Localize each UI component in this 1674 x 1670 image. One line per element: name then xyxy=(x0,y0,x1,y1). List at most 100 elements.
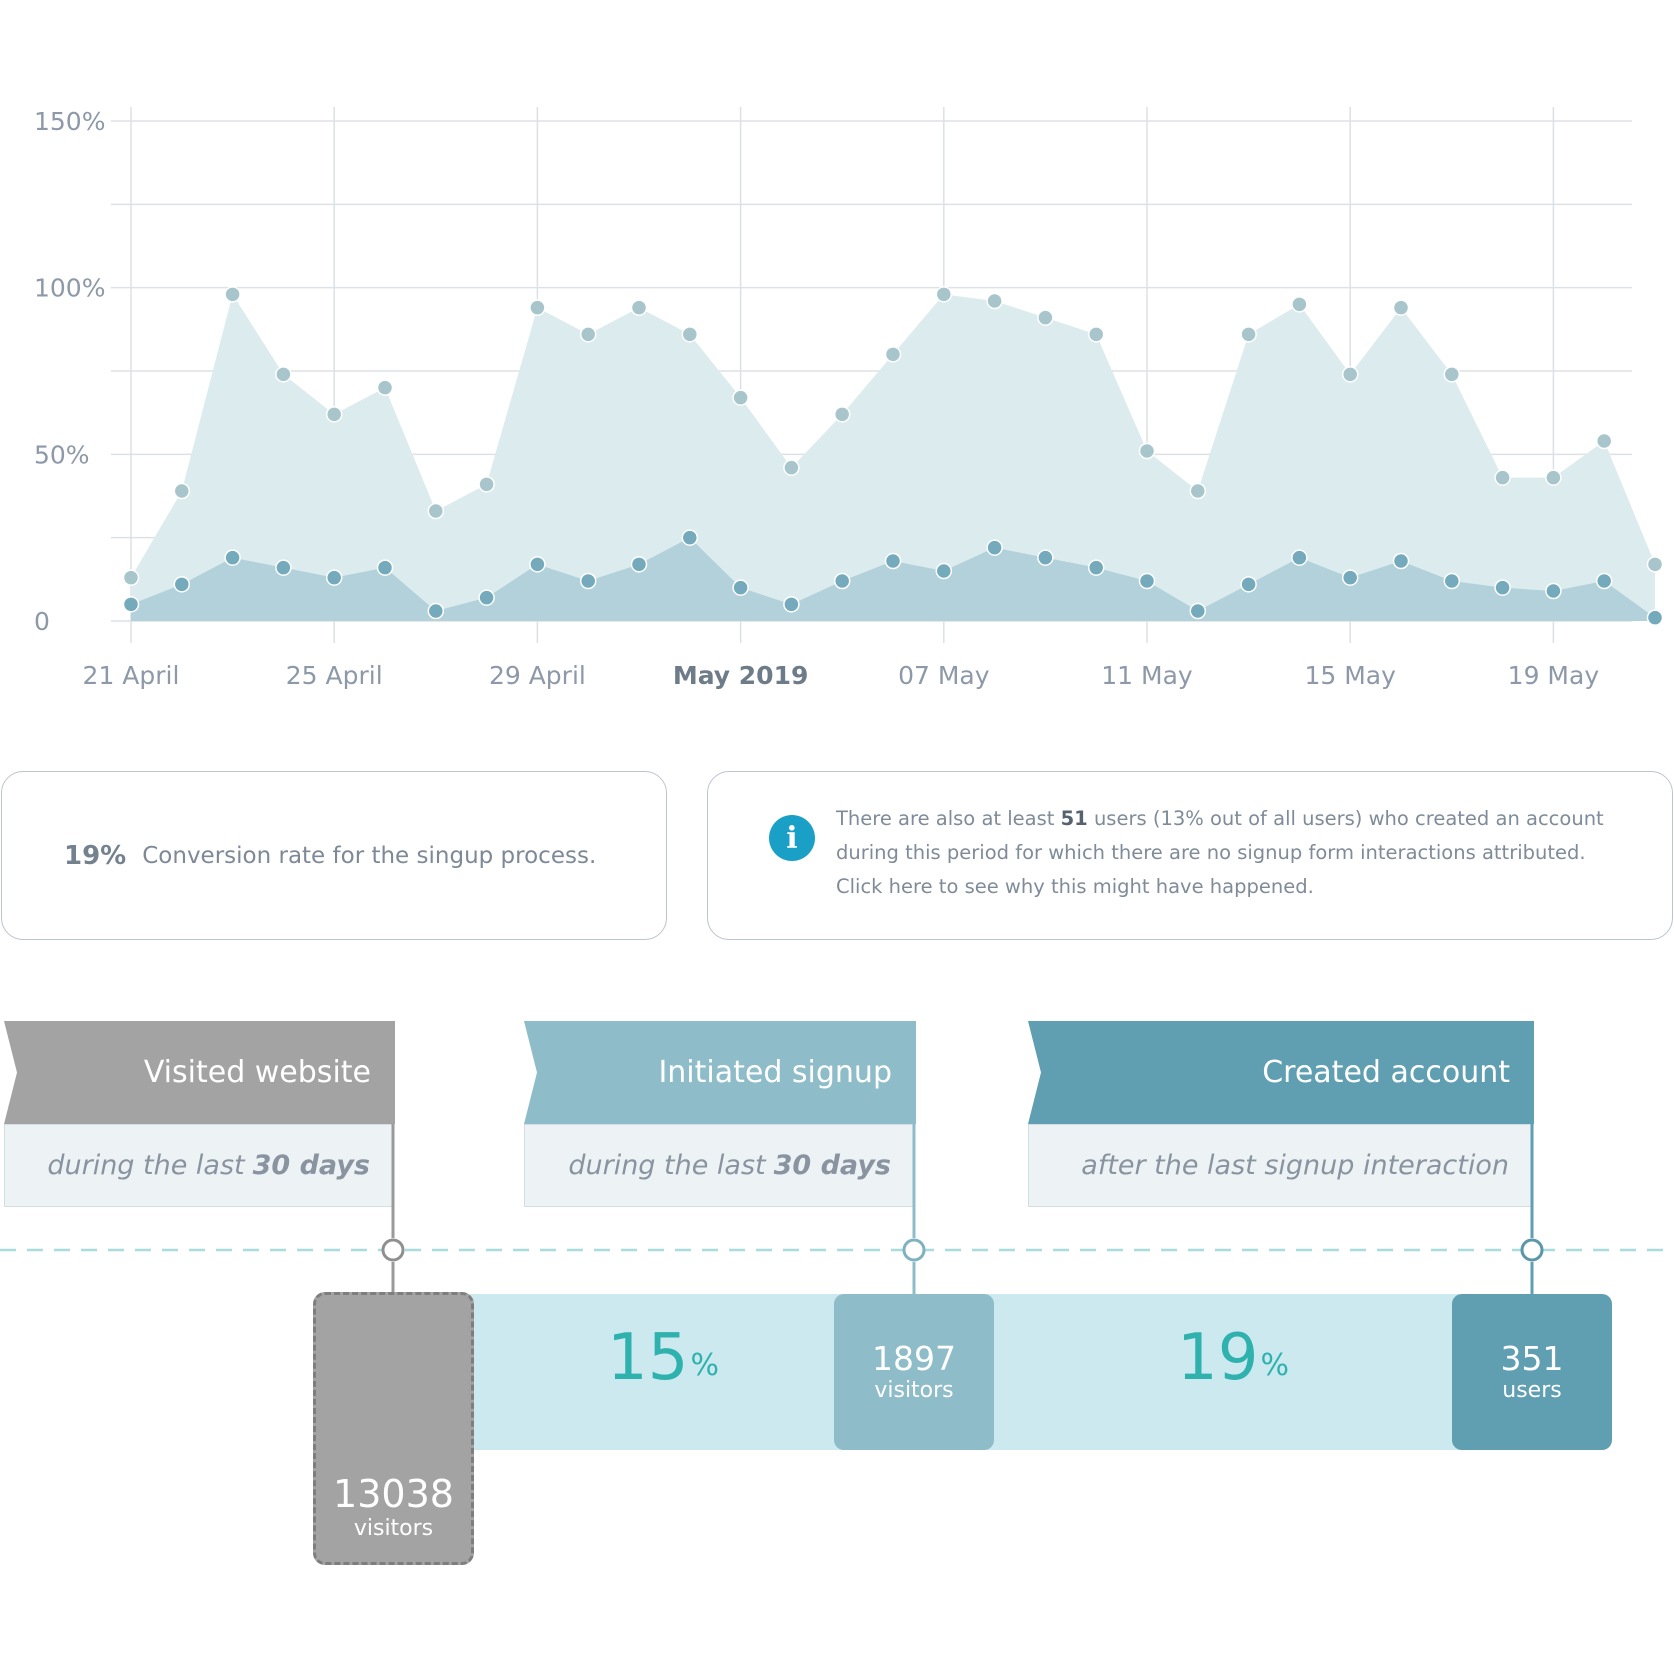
series-0-point xyxy=(1189,482,1207,500)
step-title: Initiated signup xyxy=(658,1055,892,1090)
x-tick-label: 21 April xyxy=(83,661,180,690)
x-tick-label: May 2019 xyxy=(673,661,809,690)
visited-unit: visitors xyxy=(353,1516,434,1541)
series-0-point xyxy=(884,346,902,363)
series-1-point xyxy=(681,529,699,546)
x-tick-label: 11 May xyxy=(1101,661,1193,690)
x-tick-label: 07 May xyxy=(898,661,990,690)
series-0-area xyxy=(131,294,1655,621)
info-text[interactable]: There are also at least 51 users (13% ou… xyxy=(836,802,1636,904)
series-0-point xyxy=(935,286,953,303)
y-tick-label: 0 xyxy=(34,607,50,636)
timeline-marker-signup xyxy=(902,1238,926,1262)
info-text-part1: There are also at least xyxy=(836,807,1061,830)
x-tick-label: 15 May xyxy=(1304,661,1396,690)
info-count: 51 xyxy=(1060,807,1088,830)
conversion-rate-step2: 19% xyxy=(1177,1318,1289,1398)
y-axis-ticks: 150%100%50%0 xyxy=(34,107,105,636)
chart-points xyxy=(122,286,1664,626)
series-1-point xyxy=(1240,576,1257,593)
account-count-box: 351 users xyxy=(1452,1294,1612,1450)
series-0-point xyxy=(173,482,191,500)
series-1-point xyxy=(1494,579,1511,596)
signup-unit: visitors xyxy=(874,1378,954,1403)
series-0-point xyxy=(427,502,445,520)
series-1-point xyxy=(224,549,241,566)
series-1-point xyxy=(275,559,292,576)
info-text-part2: users (13% out of all users) who created… xyxy=(836,807,1604,898)
series-1-point xyxy=(884,552,902,570)
step-subtitle-text: during the last xyxy=(47,1150,245,1181)
x-tick-label: 29 April xyxy=(489,661,586,690)
series-0-point xyxy=(529,299,546,316)
series-0-point xyxy=(275,366,292,383)
step-subtitle-text: after the last signup interaction xyxy=(1081,1150,1509,1181)
series-1-point xyxy=(1037,549,1054,566)
step-title: Visited website xyxy=(143,1055,371,1090)
signup-count: 1897 xyxy=(872,1339,956,1378)
series-0-point xyxy=(1494,469,1511,486)
series-1-point xyxy=(173,576,191,593)
visited-count: 13038 xyxy=(333,1472,454,1516)
x-tick-label: 19 May xyxy=(1508,661,1600,690)
step-flag-visited-website: Visited website xyxy=(4,1021,395,1124)
signup-count-box: 1897 visitors xyxy=(834,1294,994,1450)
series-0-point xyxy=(224,286,241,303)
rate-value: 15 xyxy=(607,1321,689,1395)
step-subtitle-text: during the last xyxy=(568,1150,766,1181)
step-subtitle-created-account: after the last signup interaction xyxy=(1028,1124,1532,1207)
series-0-point xyxy=(1443,366,1461,383)
x-tick-label: 25 April xyxy=(286,661,383,690)
series-0-point xyxy=(122,569,140,586)
step-flag-initiated-signup: Initiated signup xyxy=(524,1021,916,1124)
series-0-point xyxy=(833,406,851,423)
visited-count-box: 13038 visitors xyxy=(313,1292,474,1565)
series-0-point xyxy=(783,459,800,476)
series-1-point xyxy=(1595,572,1613,590)
series-0-point xyxy=(1392,299,1410,316)
series-1-point xyxy=(986,539,1003,556)
series-1-point xyxy=(1646,609,1664,626)
series-1-point xyxy=(1443,572,1461,590)
series-0-point xyxy=(1087,326,1105,343)
series-0-point xyxy=(325,406,343,423)
step-flag-created-account: Created account xyxy=(1028,1021,1534,1124)
series-1-point xyxy=(325,569,343,586)
series-0-point xyxy=(1240,326,1257,343)
series-0-point xyxy=(681,326,699,343)
series-0-point xyxy=(1595,432,1613,450)
series-1-point xyxy=(1189,602,1207,620)
funnel-bar xyxy=(470,1294,1572,1450)
series-0-point xyxy=(478,476,495,493)
series-1-point xyxy=(783,596,800,613)
series-1-point xyxy=(1087,559,1105,576)
series-1-point xyxy=(376,559,394,576)
info-icon: i xyxy=(769,815,815,861)
series-1-point xyxy=(1138,572,1156,590)
step-subtitle-bold: 30 days xyxy=(252,1150,370,1181)
series-1-point xyxy=(579,572,597,590)
series-0-point xyxy=(732,389,749,406)
series-1-area xyxy=(131,537,1655,621)
series-1-point xyxy=(1392,552,1410,570)
series-0-point xyxy=(630,299,648,316)
rate-value: 19 xyxy=(1177,1321,1259,1395)
series-1-point xyxy=(1545,582,1562,600)
series-1-point xyxy=(529,556,546,573)
x-axis-ticks: 21 April 25 April 29 April May 2019 07 May 11… xyxy=(83,661,1600,690)
conversion-summary-card: 19% Conversion rate for the singup proce… xyxy=(1,771,667,940)
series-1-point xyxy=(732,579,749,596)
series-1-point xyxy=(1341,569,1359,586)
step-title: Created account xyxy=(1262,1055,1510,1090)
conversion-area-chart: 150%100%50%0 21 April 25 April 29 April May… xyxy=(34,107,1664,690)
series-1-point xyxy=(122,596,140,613)
series-1-point xyxy=(935,562,953,580)
series-1-point xyxy=(478,589,495,606)
info-card[interactable]: i There are also at least 51 users (13% … xyxy=(707,771,1673,940)
step-subtitle-bold: 30 days xyxy=(773,1150,891,1181)
series-0-point xyxy=(376,379,394,396)
account-count: 351 xyxy=(1500,1339,1564,1378)
series-0-point xyxy=(1291,296,1308,313)
rate-unit: % xyxy=(1260,1348,1289,1383)
